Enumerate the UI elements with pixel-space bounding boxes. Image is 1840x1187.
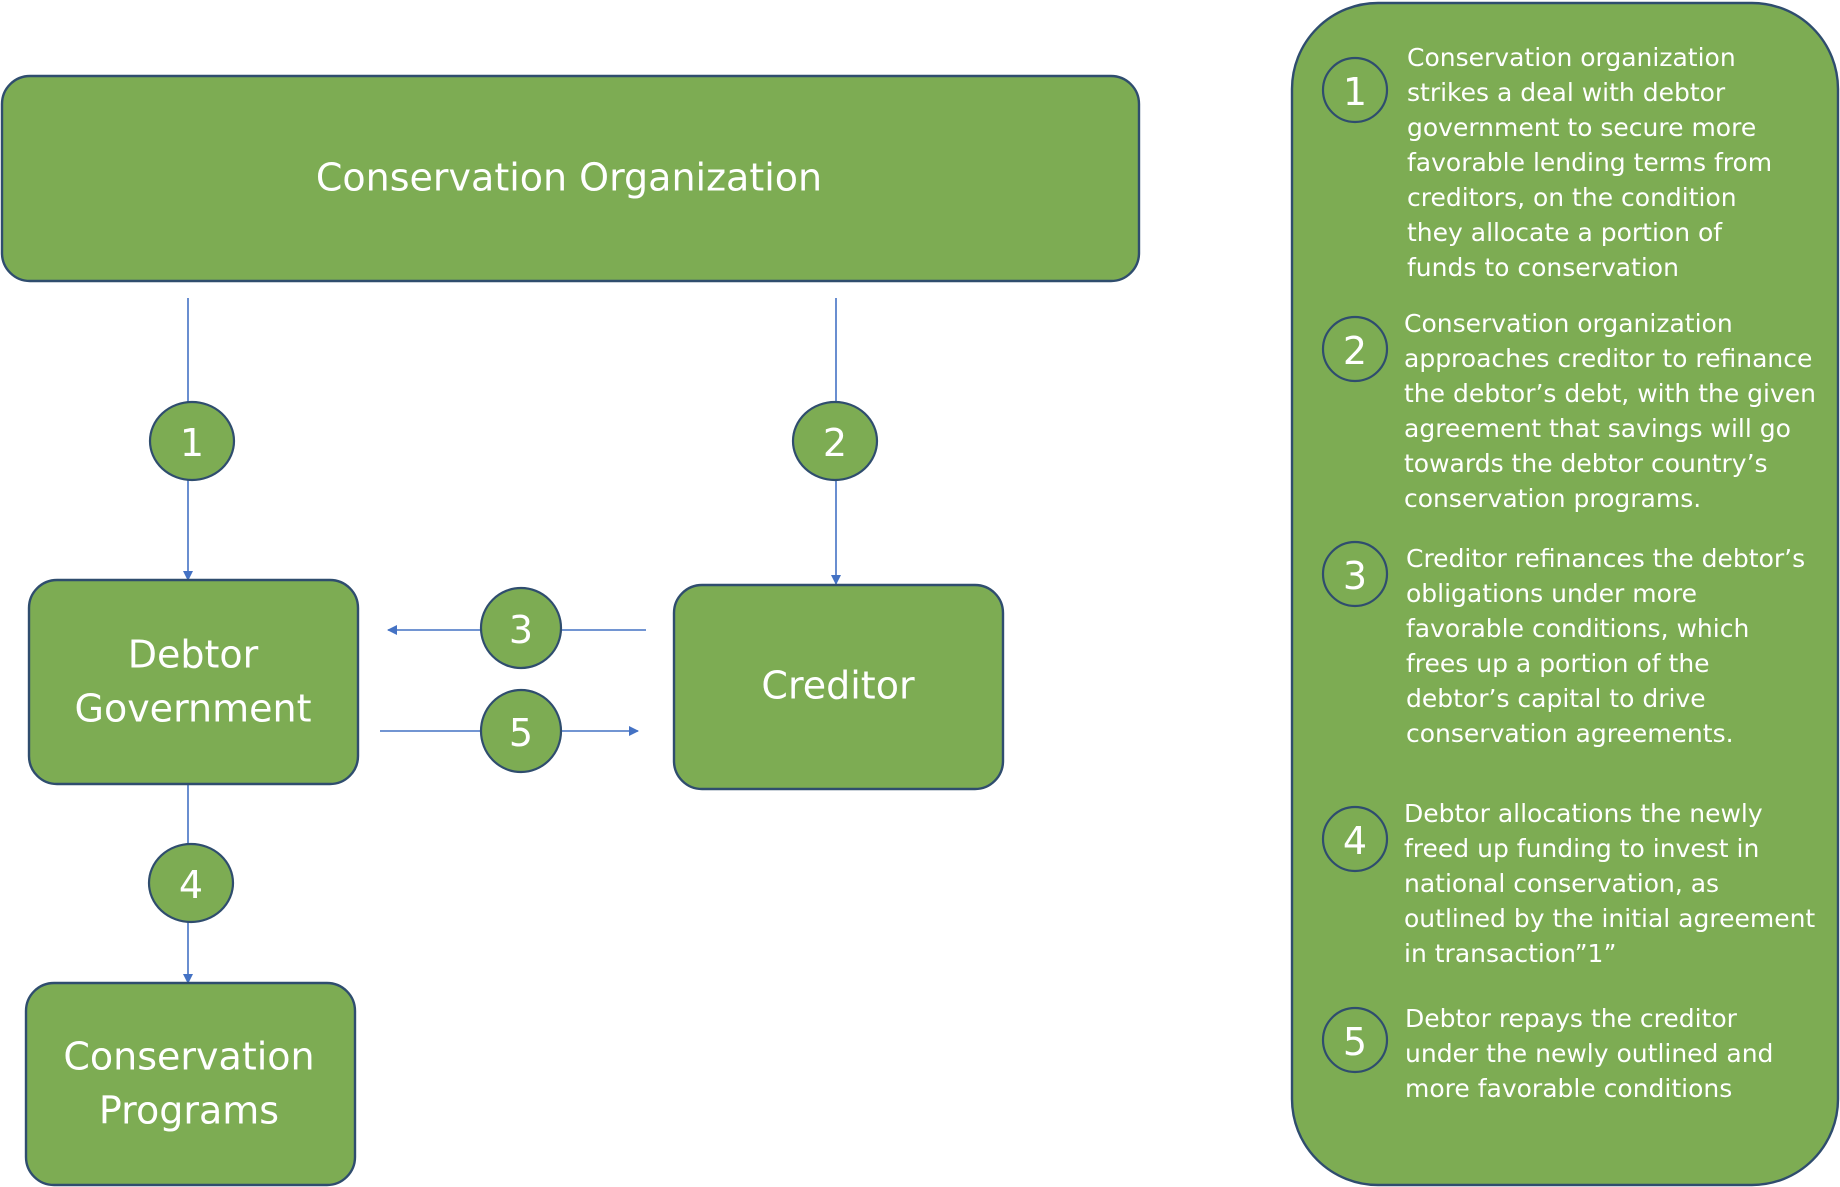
legend-item-1-number: 1 [1343, 70, 1367, 114]
legend-item-2-line-5: towards the debtor country’s [1404, 449, 1768, 478]
legend-item-3-line-1: Creditor refinances the debtor’s [1406, 544, 1805, 573]
legend-item-1-line-7: funds to conservation [1407, 253, 1679, 282]
legend-item-2-line-3: the debtor’s debt, with the given [1404, 379, 1816, 408]
flow-step-3-marker: 3 [479, 586, 563, 670]
flow-step-4-number: 4 [179, 863, 203, 907]
legend-item-1-line-2: strikes a deal with debtor [1407, 78, 1726, 107]
legend-item-1-circle [1321, 56, 1389, 124]
legend-item-2: 2 Conservation organization approaches cre… [1321, 309, 1816, 513]
legend-item-2-line-2: approaches creditor to refinance [1404, 344, 1812, 373]
legend-item-2-line-6: conservation programs. [1404, 484, 1701, 513]
conservation-organization-label: Conservation Organization [316, 156, 822, 200]
conservation-programs-node: Conservation Programs [24, 981, 357, 1187]
legend-panel [1290, 1, 1840, 1187]
flow-step-5-number: 5 [509, 711, 533, 755]
legend-item-4: 4 Debtor allocations the newly freed up fu… [1321, 799, 1815, 968]
creditor-node: Creditor [672, 583, 1005, 791]
legend-item-1-line-3: government to secure more [1407, 113, 1756, 142]
flow-step-4-marker: 4 [147, 842, 235, 924]
legend-item-4-line-1: Debtor allocations the newly [1404, 799, 1763, 828]
legend-item-3-line-6: conservation agreements. [1406, 719, 1734, 748]
debtor-government-label-line2: Government [75, 687, 312, 731]
flow-step-2-number: 2 [823, 421, 847, 465]
legend-item-5: 5 Debtor repays the creditor under the new… [1321, 1004, 1773, 1103]
legend-item-4-line-2: freed up funding to invest in [1404, 834, 1759, 863]
flow-step-3-number: 3 [509, 608, 533, 652]
legend-item-4-line-5: in transaction”1” [1404, 939, 1616, 968]
legend-item-2-line-1: Conservation organization [1404, 309, 1733, 338]
legend-item-1: 1 Conservation organization strikes a deal… [1321, 43, 1772, 282]
legend-item-1-line-1: Conservation organization [1407, 43, 1736, 72]
legend-item-3-line-4: frees up a portion of the [1406, 649, 1710, 678]
legend-item-2-line-4: agreement that savings will go [1404, 414, 1791, 443]
legend-item-3-number: 3 [1343, 554, 1367, 598]
conservation-organization-node: Conservation Organization [0, 74, 1141, 283]
flow-step-5-marker: 5 [479, 688, 563, 774]
legend-item-1-line-5: creditors, on the condition [1407, 183, 1737, 212]
debtor-government-node: Debtor Government [27, 578, 360, 786]
flow-step-1-number: 1 [180, 421, 204, 465]
legend-item-2-number: 2 [1343, 329, 1367, 373]
legend-item-5-line-1: Debtor repays the creditor [1405, 1004, 1738, 1033]
legend-item-4-line-3: national conservation, as [1404, 869, 1719, 898]
legend-item-3-line-2: obligations under more [1406, 579, 1697, 608]
legend-item-2-circle [1321, 315, 1389, 383]
legend-item-5-number: 5 [1343, 1020, 1367, 1064]
legend-item-3-line-3: favorable conditions, which [1406, 614, 1749, 643]
flow-step-1-marker: 1 [148, 400, 236, 482]
legend-item-5-line-2: under the newly outlined and [1405, 1039, 1773, 1068]
legend-item-1-line-6: they allocate a portion of [1407, 218, 1723, 247]
flow-step-2-marker: 2 [791, 400, 879, 482]
creditor-label: Creditor [761, 664, 915, 708]
legend-item-5-line-3: more favorable conditions [1405, 1074, 1732, 1103]
legend-item-3: 3 Creditor refinances the debtor’s obligat… [1321, 540, 1805, 748]
legend-item-3-line-5: debtor’s capital to drive [1406, 684, 1706, 713]
legend-item-4-circle [1321, 805, 1389, 873]
debtor-government-label-line1: Debtor [128, 633, 259, 677]
legend-item-4-line-4: outlined by the initial agreement [1404, 904, 1815, 933]
legend-item-3-circle [1321, 540, 1389, 608]
legend-item-1-line-4: favorable lending terms from [1407, 148, 1772, 177]
legend-item-5-circle [1321, 1006, 1389, 1074]
legend-item-4-number: 4 [1343, 819, 1367, 863]
conservation-programs-label-line2: Programs [99, 1089, 279, 1133]
conservation-programs-label-line1: Conservation [63, 1035, 314, 1079]
